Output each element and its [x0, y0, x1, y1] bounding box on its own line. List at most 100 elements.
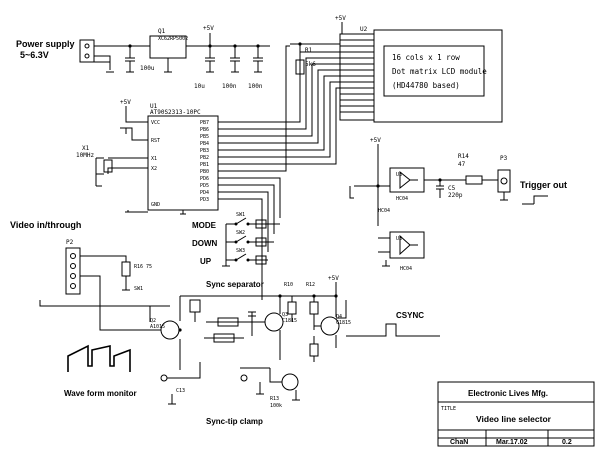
- svg-text:X1: X1: [151, 156, 157, 162]
- mcu-chip: [147, 115, 219, 211]
- svg-text:+5V: +5V: [120, 99, 131, 106]
- q4-part: C1815: [336, 320, 351, 326]
- csync-label: CSYNC: [396, 311, 424, 320]
- trigger-out-label: Trigger out: [520, 180, 567, 190]
- lcd-line-1: 16 cols x 1 row: [392, 53, 460, 62]
- svg-text:R13: R13: [270, 396, 279, 402]
- r14-value: 47: [458, 161, 466, 168]
- r14-ref: R14: [458, 153, 469, 160]
- svg-text:PB3: PB3: [200, 148, 209, 154]
- u3a-ref: U3: [396, 172, 402, 178]
- video-input-section: Video in/through P2 R16 75 SW1: [10, 220, 170, 331]
- trigger-section: +5V U3 HC04 R14 47 C5 220p P3 Trigger ou…: [349, 137, 567, 272]
- switch-up: SW3: [226, 248, 268, 265]
- buttons-section: MODE DOWN UP SW1 SW2 SW3: [192, 212, 280, 267]
- drawing-title: Video line selector: [476, 414, 552, 424]
- junctions: [128, 42, 442, 332]
- svg-text:R10: R10: [284, 282, 293, 288]
- regulator-ref: Q1: [158, 28, 166, 35]
- svg-text:R1: R1: [305, 47, 313, 54]
- q3-ref: Q3: [282, 312, 288, 318]
- q4-ref: Q4: [336, 314, 342, 320]
- revision: 0.2: [562, 439, 572, 446]
- power-voltage-label: 5~6.3V: [20, 50, 49, 60]
- svg-text:VCC: VCC: [151, 120, 160, 126]
- sync-tip-clamp-label: Sync-tip clamp: [206, 417, 263, 426]
- sync-separator-section: Sync separator +5V Q2 A1015 Q3 C1815 R10…: [130, 275, 440, 370]
- mode-label: MODE: [192, 221, 217, 230]
- sync-vcc: +5V: [328, 275, 339, 282]
- mcu-part: AT90S2313-10PC: [150, 109, 201, 116]
- title-block: Electronic Lives Mfg. TITLE Video line s…: [437, 381, 595, 447]
- svg-text:GND: GND: [151, 202, 160, 208]
- svg-text:PB0: PB0: [200, 169, 209, 175]
- svg-text:5k6: 5k6: [305, 61, 316, 68]
- up-label: UP: [200, 257, 212, 266]
- regulator-part: XC62RP5002: [158, 36, 188, 42]
- mcu-ref: U1: [150, 103, 158, 110]
- c1-value: 100u: [140, 65, 155, 72]
- trigger-connector: [497, 169, 511, 193]
- video-connector-ref: P2: [66, 239, 74, 246]
- down-label: DOWN: [192, 239, 218, 248]
- lcd-connector: [339, 33, 375, 121]
- trigger-connector-ref: P3: [500, 155, 508, 162]
- svg-text:PD3: PD3: [200, 197, 209, 203]
- power-supply-label: Power supply: [16, 39, 75, 49]
- c-trig-ref: C5: [448, 185, 456, 192]
- c2-value: 10u: [194, 83, 205, 90]
- sync-separator-label: Sync separator: [206, 280, 264, 289]
- power-connector: [79, 39, 95, 63]
- company-name: Electronic Lives Mfg.: [468, 389, 548, 398]
- svg-text:PB4: PB4: [200, 141, 209, 147]
- switch-mode: SW1: [226, 212, 280, 229]
- title-label: TITLE: [441, 406, 456, 412]
- crystal-ref: X1: [82, 145, 90, 152]
- sw2-ref: SW2: [236, 230, 245, 236]
- sync-tip-clamp-section: Sync-tip clamp R13 100k: [206, 367, 300, 426]
- u3a-part: HC04: [396, 196, 408, 202]
- q2-ref: Q2: [150, 318, 156, 324]
- wave-form-section: Wave form monitor C13: [64, 344, 201, 405]
- lcd-vcc: +5V: [335, 15, 346, 22]
- q2-part: A1015: [150, 324, 165, 330]
- vcc-label-top: +5V: [203, 25, 214, 32]
- svg-text:PB2: PB2: [200, 155, 209, 161]
- svg-text:X2: X2: [151, 166, 157, 172]
- svg-text:PD4: PD4: [200, 190, 209, 196]
- lcd-panel: [373, 29, 503, 123]
- waveform-trace: [67, 344, 131, 372]
- svg-text:PB6: PB6: [200, 127, 209, 133]
- svg-text:PD5: PD5: [200, 183, 209, 189]
- video-in-label: Video in/through: [10, 220, 81, 230]
- video-connector: [65, 247, 81, 295]
- lcd-line-3: (HD44780 based): [392, 81, 460, 90]
- lcd-line-2: Dot matrix LCD module: [392, 67, 487, 76]
- switch-down: SW2: [226, 230, 274, 247]
- wave-form-monitor-label: Wave form monitor: [64, 389, 137, 398]
- c-trig-value: 220p: [448, 192, 463, 199]
- c4-value: 100n: [248, 83, 263, 90]
- title-block-frame: [437, 381, 595, 447]
- svg-text:PB1: PB1: [200, 162, 209, 168]
- c3-value: 100n: [222, 83, 237, 90]
- svg-text:SW1: SW1: [134, 286, 143, 292]
- u3b-part: HC04: [400, 266, 412, 272]
- power-supply-section: Power supply 5~6.3V Q1 XC62RP5002 10u 10…: [16, 25, 270, 90]
- svg-text:PD6: PD6: [200, 176, 209, 182]
- csync-buffer-ic: [389, 231, 425, 259]
- svg-text:100k: 100k: [270, 403, 282, 409]
- svg-text:RST: RST: [151, 138, 160, 144]
- lcd-ref: U2: [360, 26, 368, 33]
- svg-text:PB5: PB5: [200, 134, 209, 140]
- author: ChaN: [450, 439, 468, 446]
- svg-text:C13: C13: [176, 388, 185, 394]
- u3b-ref: U3: [396, 236, 402, 242]
- monitor-test-point: [160, 374, 168, 382]
- svg-text:+5V: +5V: [370, 137, 381, 144]
- crystal-freq: 10MHz: [76, 152, 94, 159]
- sw3-ref: SW3: [236, 248, 245, 254]
- trigger-ic-part: HC04: [378, 208, 390, 214]
- transistor-q3: [264, 312, 284, 332]
